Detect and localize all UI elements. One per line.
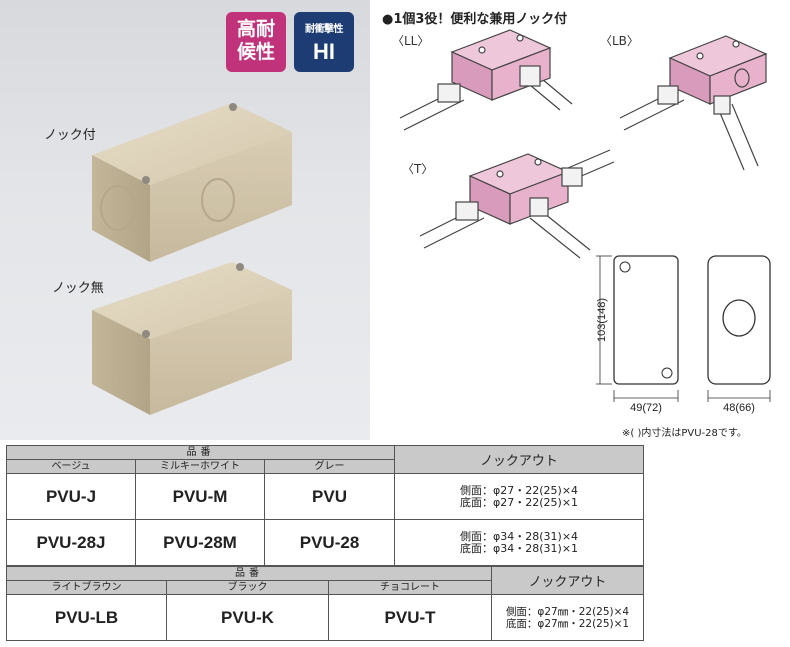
screw-icon	[696, 52, 704, 60]
usage-illustrations	[399, 29, 768, 259]
box-without-knock	[92, 262, 292, 415]
table2-col-black: ブラック	[166, 580, 329, 595]
screw-icon	[516, 34, 524, 42]
knockout-side: 側面：φ27㎜・22(25)×4	[505, 605, 630, 618]
table2-knock-header: ノックアウト	[491, 566, 645, 595]
front-width-label: 49(72)	[630, 402, 662, 414]
screw-icon	[732, 40, 740, 48]
usage-t-illustration	[419, 149, 615, 259]
usage-tag-t: 〈T〉	[402, 162, 434, 176]
box-photos	[92, 103, 292, 415]
product-code: PVU-M	[135, 473, 265, 520]
product-code: PVU-28J	[6, 519, 136, 566]
knockout-spec: 側面：φ27・22(25)×4 底面：φ27・22(25)×1	[394, 473, 645, 520]
table2-group-header: 品番	[5, 566, 493, 581]
side-width-label: 48(66)	[723, 402, 755, 414]
knock-circle-icon	[100, 185, 136, 231]
product-code: PVU-28M	[135, 519, 265, 566]
box-with-knock	[92, 103, 292, 262]
knock-circle-icon	[722, 299, 756, 337]
usage-lb-illustration	[619, 35, 768, 171]
table1-col-gray: グレー	[263, 459, 396, 474]
product-code: PVU	[263, 473, 396, 520]
badge-weather-line1: 高耐	[236, 18, 275, 40]
screw-icon	[496, 170, 504, 178]
screw-icon	[142, 176, 150, 184]
badge-weather-line2: 候性	[236, 41, 275, 63]
usage-ll-illustration	[399, 29, 573, 131]
table-row: PVU-J PVU-M PVU 側面：φ27・22(25)×4 底面：φ27・2…	[6, 473, 645, 520]
knockout-spec: 側面：φ34・28(31)×4 底面：φ34・28(31)×1	[394, 519, 645, 566]
table2-col-light-brown: ライトブラウン	[6, 580, 167, 595]
knockout-bottom: 底面：φ34・28(31)×1	[460, 541, 579, 555]
usage-tag-ll: 〈LL〉	[392, 34, 430, 48]
badge-impact-big: HI	[313, 39, 335, 64]
table-row: PVU-28J PVU-28M PVU-28 側面：φ34・28(31)×4 底…	[6, 519, 645, 566]
screw-icon	[619, 261, 631, 273]
product-code: PVU-28	[263, 519, 396, 566]
table1-group-header: 品番	[5, 445, 396, 460]
screw-icon	[229, 103, 237, 111]
product-code: PVU-J	[6, 473, 136, 520]
knock-circle-icon	[201, 178, 235, 222]
weather-resistance-badge: 高耐 候性	[226, 12, 286, 72]
screw-icon	[142, 330, 150, 338]
dimension-drawing: 103(148) 49(72) 48(66)	[596, 255, 771, 414]
knockout-bottom: 底面：φ27・22(25)×1	[460, 495, 579, 509]
knockout-side: 側面：φ27・22(25)×4	[460, 483, 579, 497]
table1-col-beige: ベージュ	[6, 459, 136, 474]
knockout-side: 側面：φ34・28(31)×4	[460, 529, 579, 543]
product-code: PVU-K	[166, 594, 329, 641]
height-dimension-label: 103(148)	[596, 298, 608, 342]
usage-tag-lb: 〈LB〉	[600, 34, 639, 48]
label-with-knock: ノック付	[44, 128, 96, 143]
table-row: PVU-LB PVU-K PVU-T 側面：φ27㎜・22(25)×4 底面：φ…	[6, 594, 645, 641]
product-photo-panel: 高耐 候性 耐衝撃性 HI ノック付 ノック無	[0, 0, 370, 440]
dimension-note: ※( )内寸法はPVU-28です。	[622, 428, 747, 439]
front-view-outline	[613, 255, 679, 385]
usage-title: ●1個3役！便利な兼用ノック付	[382, 12, 568, 27]
screw-icon	[534, 158, 542, 166]
product-code: PVU-LB	[6, 594, 167, 641]
side-view-outline	[707, 255, 771, 385]
screw-icon	[661, 367, 673, 379]
table1-col-milky-white: ミルキーホワイト	[135, 459, 265, 474]
knockout-bottom: 底面：φ27㎜・22(25)×1	[505, 617, 630, 630]
screw-icon	[236, 263, 244, 271]
label-without-knock: ノック無	[52, 281, 104, 296]
screw-icon	[478, 46, 486, 54]
badge-impact-small: 耐衝撃性	[305, 24, 344, 35]
product-table-2: 品番 ノックアウト ライトブラウン ブラック チョコレート PVU-LB PVU…	[5, 566, 645, 641]
table2-col-chocolate: チョコレート	[327, 580, 493, 595]
product-code: PVU-T	[327, 594, 493, 641]
product-table-1: 品番 ノックアウト ベージュ ミルキーホワイト グレー PVU-J PVU-M …	[5, 445, 645, 566]
knockout-spec: 側面：φ27㎜・22(25)×4 底面：φ27㎜・22(25)×1	[491, 594, 645, 641]
table1-knock-header: ノックアウト	[394, 445, 645, 474]
impact-resistance-badge: 耐衝撃性 HI	[294, 12, 354, 72]
